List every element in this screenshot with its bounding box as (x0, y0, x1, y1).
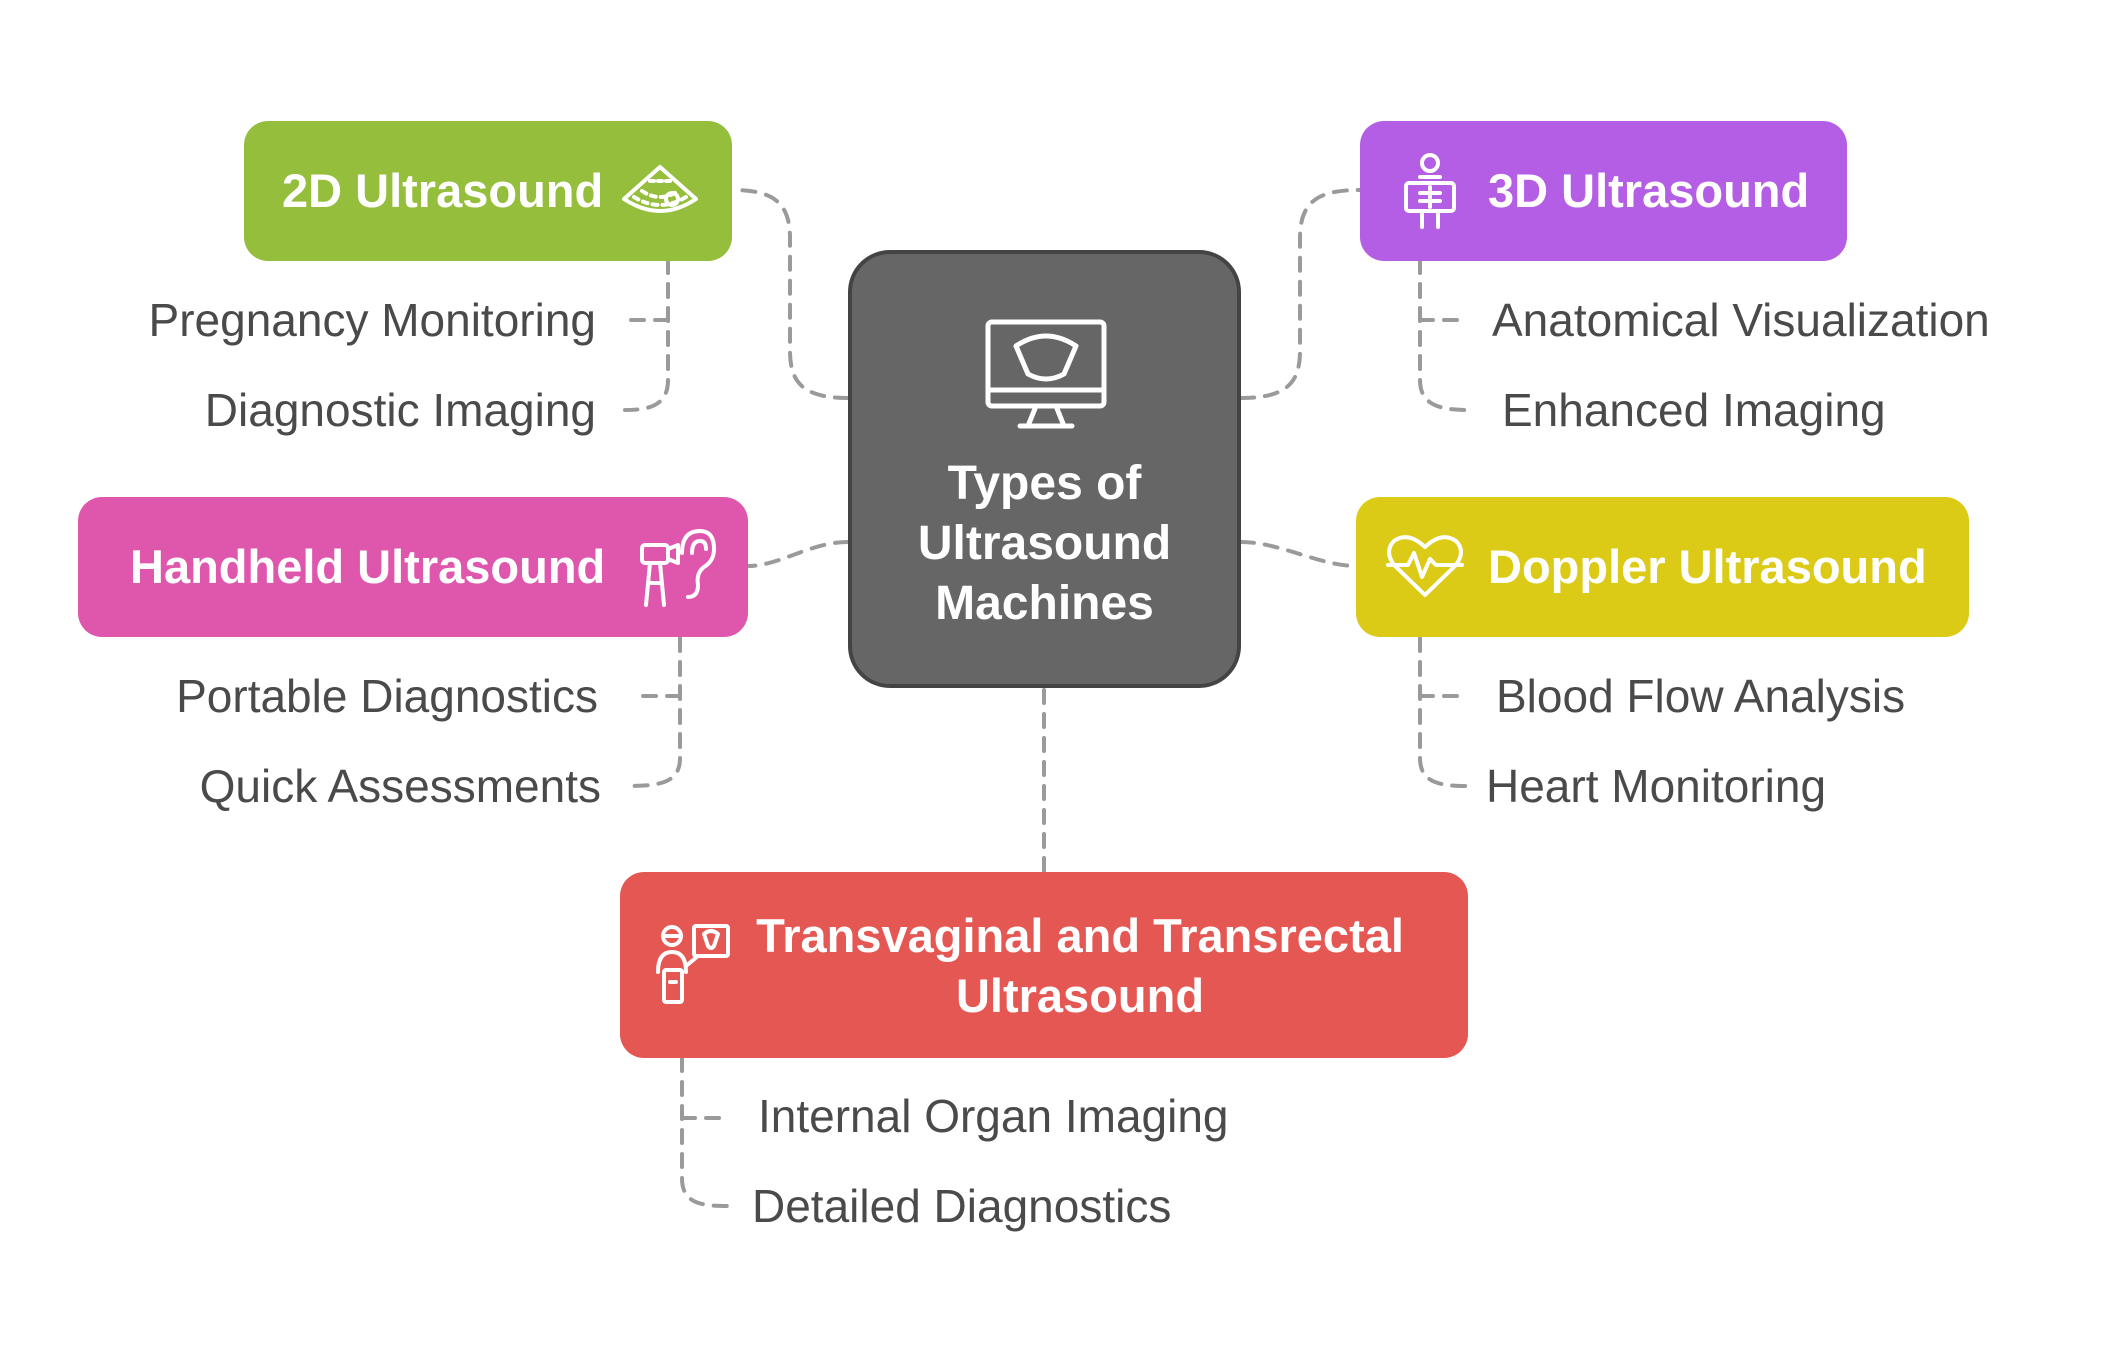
connector-center-2d (730, 188, 850, 400)
heartbeat-icon (1386, 535, 1464, 597)
subitem-quick-assessments: Quick Assessments (199, 760, 601, 812)
connector-center-doppler (1239, 540, 1358, 568)
node-handheld-ultrasound: Handheld Ultrasound (78, 497, 748, 637)
subitem-detailed-diagnostics: Detailed Diagnostics (752, 1180, 1172, 1232)
doctor-screen-icon (656, 924, 730, 1004)
center-title-line-2: Ultrasound (917, 517, 1172, 570)
node-2d-label: 2D Ultrasound (282, 164, 604, 217)
node-3d-ultrasound: 3D Ultrasound (1360, 121, 1847, 261)
node-2d-ultrasound: 2D Ultrasound (244, 121, 732, 261)
center-title-line-1: Types of (947, 457, 1142, 510)
connector-3d-sub (1418, 258, 1470, 412)
connector-doppler-sub (1418, 636, 1470, 788)
connector-transvaginal-sub (680, 1056, 730, 1208)
ultrasound-monitor-icon (985, 319, 1107, 429)
center-title: Types of Ultrasound Machines (852, 454, 1237, 634)
connector-center-3d (1239, 188, 1362, 400)
subitem-pregnancy-monitoring: Pregnancy Monitoring (148, 294, 596, 346)
node-transvaginal-label-line-1: Transvaginal and Transrectal (756, 909, 1404, 962)
ear-probe-icon (640, 529, 716, 607)
subitem-portable-diagnostics: Portable Diagnostics (176, 670, 598, 722)
subitem-internal-organ-imaging: Internal Organ Imaging (758, 1090, 1229, 1142)
subitem-blood-flow-analysis: Blood Flow Analysis (1496, 670, 1906, 722)
subitem-heart-monitoring: Heart Monitoring (1486, 760, 1827, 812)
center-title-line-3: Machines (935, 577, 1154, 630)
connector-2d-sub (623, 258, 670, 412)
node-transvaginal-ultrasound: Transvaginal and Transrectal Ultrasound (620, 872, 1468, 1058)
subitem-diagnostic-imaging: Diagnostic Imaging (204, 384, 596, 436)
node-doppler-ultrasound: Doppler Ultrasound (1356, 497, 1969, 637)
node-doppler-label: Doppler Ultrasound (1488, 540, 1927, 593)
subitem-enhanced-imaging: Enhanced Imaging (1502, 384, 1886, 436)
node-3d-label: 3D Ultrasound (1488, 164, 1810, 217)
node-transvaginal-label: Transvaginal and Transrectal Ultrasound (620, 906, 1468, 1026)
patient-scan-icon (1404, 153, 1456, 229)
connector-center-handheld (746, 540, 850, 568)
subitem-anatomical-visualization: Anatomical Visualization (1492, 294, 1990, 346)
connector-handheld-sub (624, 636, 682, 788)
node-transvaginal-label-line-2: Ultrasound (955, 969, 1205, 1022)
node-handheld-label: Handheld Ultrasound (130, 540, 606, 593)
ultrasound-scan-icon (622, 165, 698, 213)
center-node: Types of Ultrasound Machines (848, 250, 1241, 688)
